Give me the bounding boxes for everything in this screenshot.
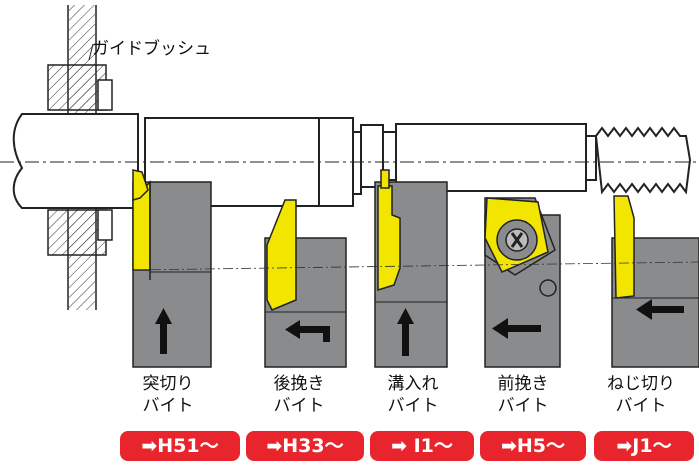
tool-2-name-line2: バイト [273, 396, 325, 416]
guide-bush-label: ガイドブッシュ [92, 39, 211, 59]
tool-4-name-line1: 前挽き [497, 374, 549, 394]
tool-1-name-line1: 突切り [142, 374, 194, 394]
threading-tool [611, 195, 699, 368]
back-turning-tool [264, 199, 347, 368]
tool-3-name-line2: バイト [387, 396, 439, 416]
tool-4-name: 前挽き バイト [478, 373, 568, 417]
tool-1-name-line2: バイト [142, 396, 194, 416]
grooving-tool [374, 169, 448, 368]
tool-5-name: ねじ切り バイト [596, 373, 686, 417]
tool-5-name-line2: バイト [615, 396, 667, 416]
tool-5-link-button[interactable]: ➡J1〜 [594, 431, 694, 461]
tool-3-name-line1: 溝入れ [387, 374, 439, 394]
tool-1-link-button[interactable]: ➡H51〜 [120, 431, 240, 461]
workpiece-shaft [0, 113, 699, 209]
tool-1-name: 突切り バイト [123, 373, 213, 417]
tool-4-link-button[interactable]: ➡H5〜 [480, 431, 586, 461]
tool-4-name-line2: バイト [497, 396, 549, 416]
cutoff-tool [132, 169, 212, 368]
tool-2-link-button[interactable]: ➡H33〜 [246, 431, 364, 461]
tool-3-link-button[interactable]: ➡ I1〜 [370, 431, 474, 461]
front-turning-tool [484, 197, 561, 368]
tool-2-name-line1: 後挽き [273, 374, 325, 394]
tool-3-name: 溝入れ バイト [368, 373, 458, 417]
tool-5-name-line1: ねじ切り [607, 374, 675, 394]
tool-2-name: 後挽き バイト [254, 373, 344, 417]
